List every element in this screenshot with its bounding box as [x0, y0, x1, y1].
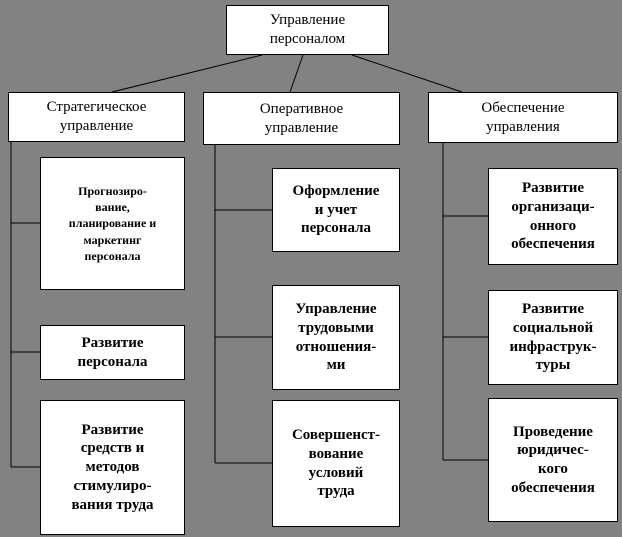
node-work-conditions: Совершенст- вование условий труда: [272, 400, 400, 527]
node-registration-accounting: Оформление и учет персонала: [272, 168, 400, 252]
line-root-to-strategic: [111, 54, 263, 93]
node-root: Управление персоналом: [226, 5, 389, 55]
node-header-strategic: Стратегическое управление: [8, 92, 185, 142]
line-root-to-support: [351, 54, 463, 93]
node-forecast-planning-marketing: Прогнозиро- вание, планирование и маркет…: [40, 157, 185, 290]
node-stimulation-methods: Развитие средств и методов стимулиро- ва…: [40, 400, 185, 535]
node-personnel-development: Развитие персонала: [40, 325, 185, 380]
node-header-support: Обеспечение управления: [428, 92, 618, 143]
line-root-to-operative: [289, 54, 304, 93]
node-organizational-support: Развитие организаци- онного обеспечения: [488, 168, 618, 265]
node-legal-support: Проведение юридичес- кого обеспечения: [488, 398, 618, 522]
node-labor-relations: Управление трудовыми отношения- ми: [272, 285, 400, 390]
node-header-operative: Оперативное управление: [203, 92, 400, 145]
node-social-infrastructure: Развитие социальной инфраструк- туры: [488, 290, 618, 385]
